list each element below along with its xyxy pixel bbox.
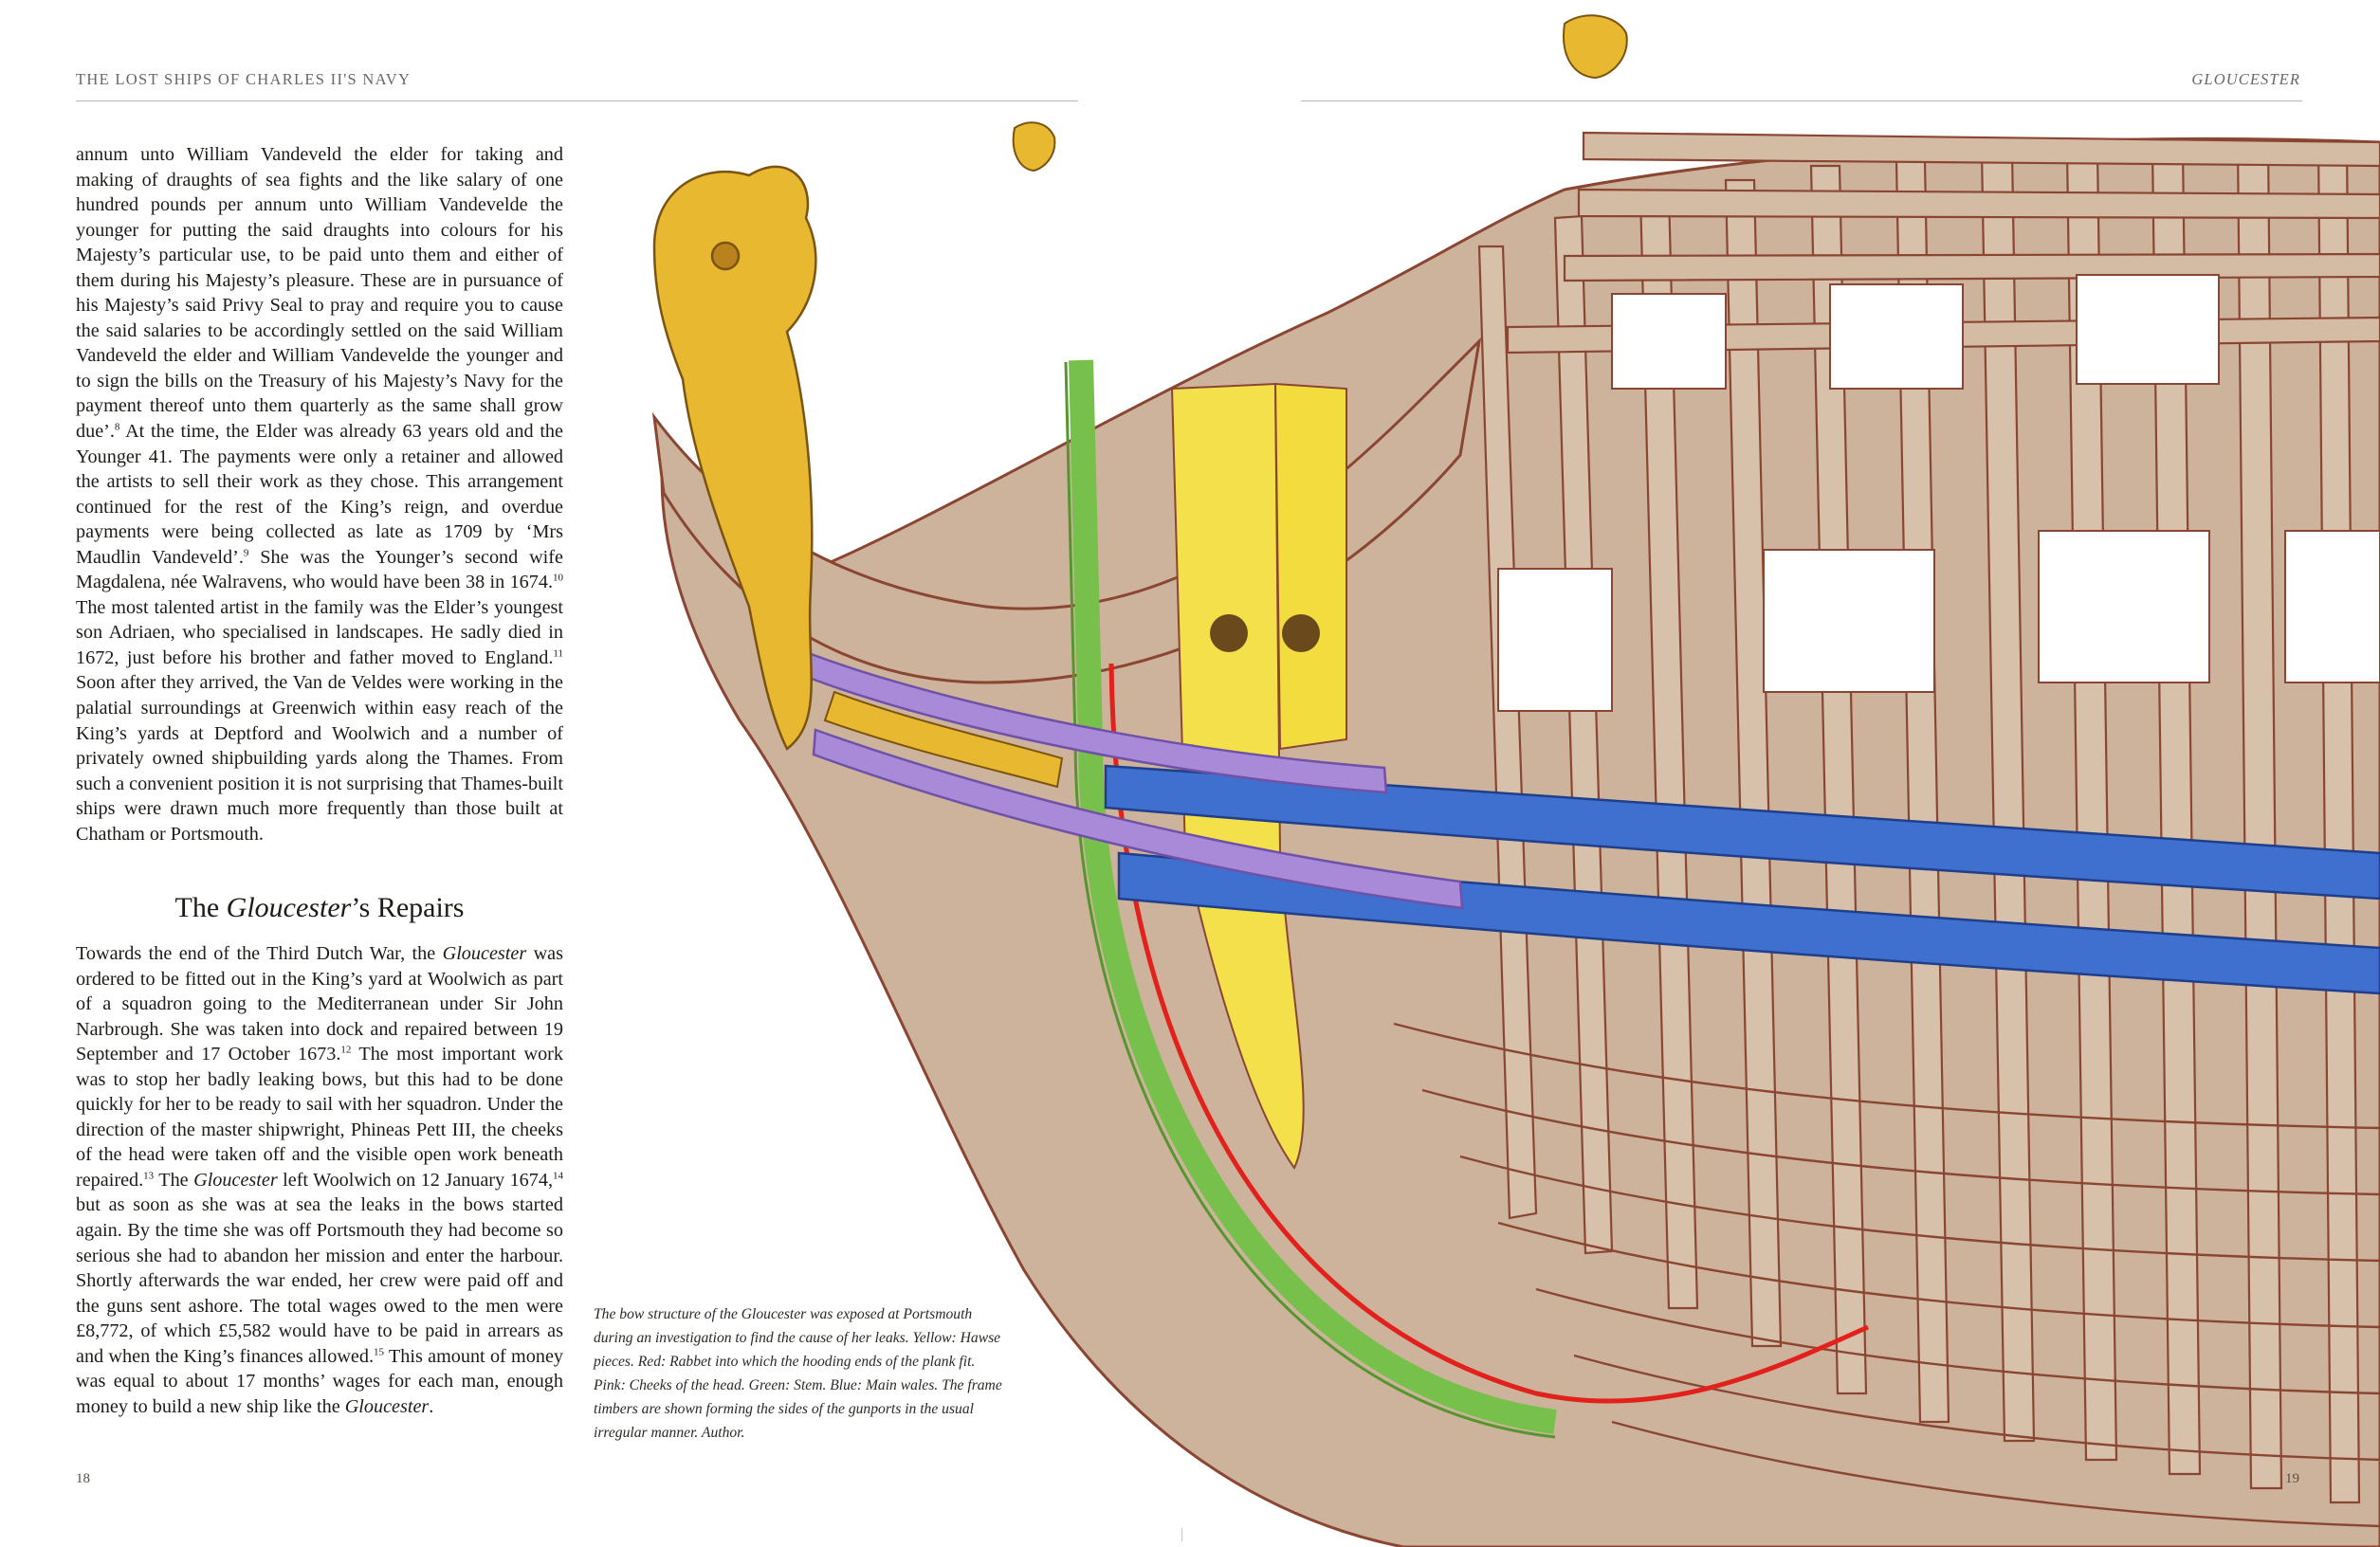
footnote-ref: 15 [374,1346,385,1358]
paragraph: Towards the end of the Third Dutch War, … [76,943,563,1417]
footnote-ref: 14 [553,1170,563,1182]
stem-outline [1064,361,1556,1439]
rabbet [1108,663,1870,1404]
body-text-continued: annum unto William Vandeveld the elder f… [76,142,563,846]
lion-figurehead [652,165,817,751]
footnote-ref: 12 [340,1044,352,1056]
section-heading: The Gloucester’s Repairs [174,892,465,923]
running-head-right: GLOUCESTER [2191,70,2300,88]
trailboard-carving [823,690,1064,789]
page-number-left: 18 [76,1471,90,1486]
stem [1069,359,1557,1434]
footnote-ref: 8 [114,421,120,433]
page-number-right: 19 [2285,1471,2299,1486]
cheeks-of-head [783,643,1464,910]
footnote-ref: 9 [243,547,249,559]
paragraph: annum unto William Vandeveld the elder f… [76,144,563,845]
body-text-repairs: Towards the end of the Third Dutch War, … [76,941,563,1419]
footnote-ref: 11 [553,647,563,660]
gunport-openings [1497,274,2380,712]
figure-caption: The bow structure of the Gloucester was … [594,1306,1002,1441]
ship-bow-illustration [651,14,2380,1547]
footnote-ref: 13 [143,1170,155,1182]
gutter-mark [1181,1528,1182,1541]
running-head-left: THE LOST SHIPS OF CHARLES II'S NAVY [76,70,412,88]
lower-planking [1393,1022,2380,1528]
bollard-heads [1012,14,1628,173]
header-rule-left [76,100,1078,101]
footnote-ref: 10 [553,572,563,584]
header-rule-right [1301,100,2302,101]
